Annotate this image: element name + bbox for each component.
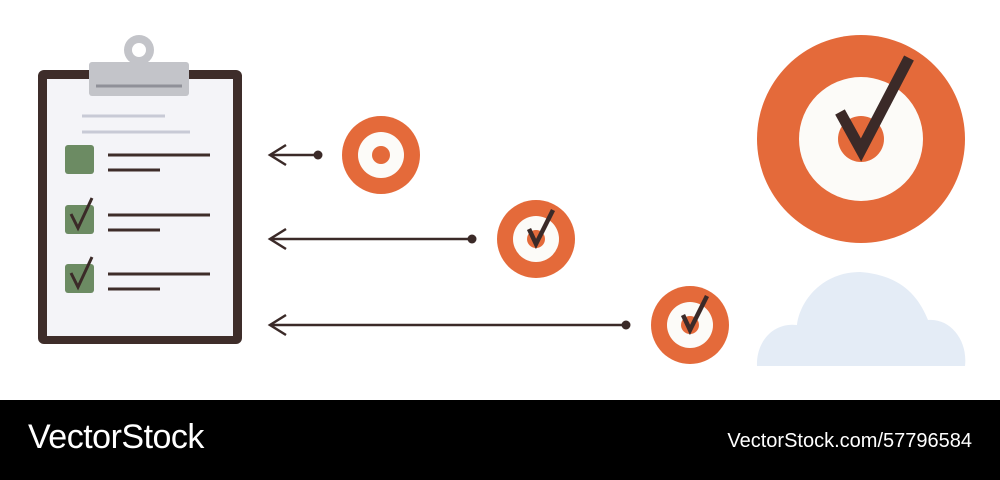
checkmark-icon <box>69 256 94 291</box>
checkmark-icon <box>680 294 710 336</box>
target-icon <box>651 286 729 364</box>
checklist-item <box>65 256 210 293</box>
target-icon <box>497 200 575 278</box>
checklist-item <box>65 197 210 234</box>
clipboard-icon <box>38 35 242 344</box>
arrow-left-icon <box>267 313 631 337</box>
cloud-icon <box>756 272 966 366</box>
target-icon <box>342 116 420 194</box>
arrow-left-icon <box>267 143 323 167</box>
goal-checklist-illustration <box>38 35 966 366</box>
arrow-left-icon <box>267 227 477 251</box>
clipboard-clip <box>89 62 189 96</box>
checkbox-icon <box>65 264 94 293</box>
checkbox-icon <box>65 145 94 174</box>
checkmark-icon <box>69 197 94 232</box>
clipboard-clip-hole <box>132 43 146 57</box>
checkmark-icon <box>526 208 556 250</box>
checkmark-icon <box>835 55 914 162</box>
image-id-url: VectorStock.com/57796584 <box>727 430 972 452</box>
watermark-footer: VectorStock VectorStock.com/57796584 <box>0 400 1000 480</box>
checklist-item <box>65 145 210 174</box>
target-icon <box>757 35 965 243</box>
brand-logo-text: VectorStock <box>28 418 204 456</box>
checkbox-icon <box>65 205 94 234</box>
